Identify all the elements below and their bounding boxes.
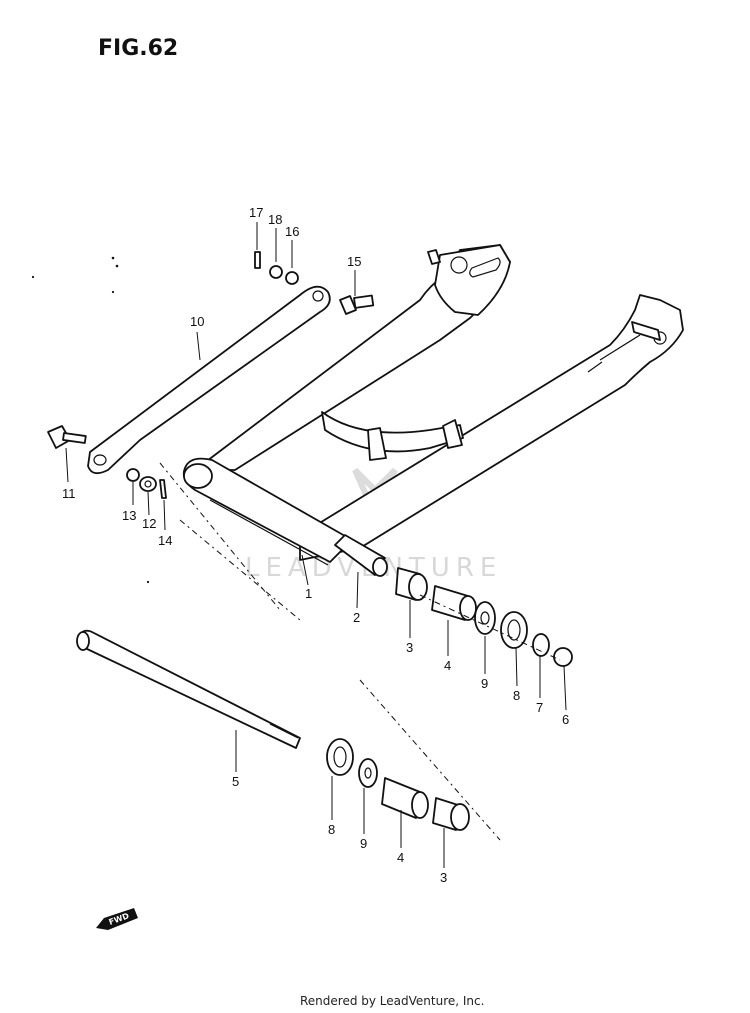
- figure-title: FIG.62: [98, 36, 178, 61]
- callout-12: 12: [142, 516, 156, 531]
- swingarm: [182, 244, 684, 566]
- callout-6: 6: [562, 712, 569, 727]
- scan-specks: [31, 256, 150, 584]
- callout-13: 13: [122, 508, 136, 523]
- callout-7: 7: [536, 700, 543, 715]
- torque-rod: [87, 285, 331, 475]
- callout-2: 2: [353, 610, 360, 625]
- callout-4a: 4: [444, 658, 451, 673]
- callout-18: 18: [268, 212, 282, 227]
- callout-10: 10: [190, 314, 204, 329]
- callout-4b: 4: [397, 850, 404, 865]
- hardware-12-13-14: [126, 468, 167, 499]
- left-side-stack: [326, 738, 470, 831]
- leader-lines: [65, 222, 567, 868]
- bolt-11: [47, 425, 87, 449]
- callouts: 1 2 3 4 9 8 7 6 5 8 9 4 3 10 11 13 12 14…: [62, 205, 569, 885]
- hardware-15-18: [254, 251, 375, 315]
- callout-16: 16: [285, 224, 299, 239]
- callout-15: 15: [347, 254, 361, 269]
- right-side-stack: [395, 567, 573, 667]
- callout-3a: 3: [406, 640, 413, 655]
- pivot-axle: [76, 629, 301, 749]
- callout-14: 14: [158, 533, 172, 548]
- callout-9b: 9: [360, 836, 367, 851]
- callout-5: 5: [232, 774, 239, 789]
- fwd-arrow-icon: FWD: [96, 908, 138, 930]
- callout-8a: 8: [513, 688, 520, 703]
- alignment-lines: [159, 462, 561, 841]
- callout-9a: 9: [481, 676, 488, 691]
- callout-3b: 3: [440, 870, 447, 885]
- callout-1: 1: [305, 586, 312, 601]
- callout-11: 11: [62, 486, 76, 501]
- callout-17: 17: [249, 205, 263, 220]
- pivot-sleeve: [334, 534, 388, 577]
- footer-credit: Rendered by LeadVenture, Inc.: [300, 994, 484, 1008]
- callout-8b: 8: [328, 822, 335, 837]
